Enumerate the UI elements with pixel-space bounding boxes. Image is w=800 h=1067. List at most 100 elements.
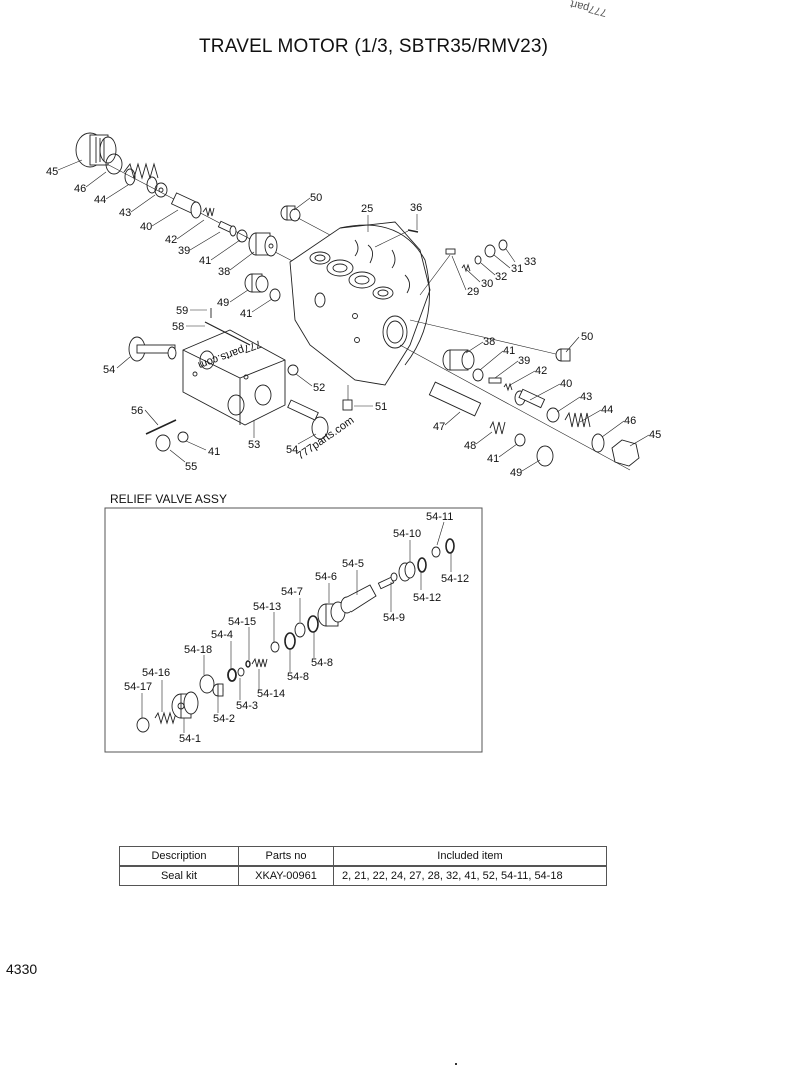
part-54-relief-valve-right [287, 399, 329, 440]
stray-dot [455, 1063, 457, 1065]
header-included-item: Included item [333, 846, 607, 867]
callout-54-3: 54-3 [236, 700, 258, 712]
part-50-plug-right [555, 348, 571, 362]
page-title: TRAVEL MOTOR (1/3, SBTR35/RMV23) [199, 36, 549, 57]
part-44-spring-left [123, 162, 159, 194]
page-number: 4330 [6, 961, 38, 977]
part-40-sleeve-right [514, 388, 546, 409]
callout-32: 32 [495, 271, 507, 283]
part-33-oring [498, 239, 508, 251]
callout-54-5: 54-5 [342, 558, 364, 570]
part-54-11-oring [431, 546, 441, 558]
callout-49-upper: 49 [217, 297, 229, 309]
part-41-oring-upper [236, 229, 248, 243]
part-54-5-sleeve [340, 584, 377, 614]
cell-included-items: 2, 21, 22, 24, 27, 28, 32, 41, 52, 54-11… [333, 865, 607, 886]
callout-50-right: 50 [581, 331, 593, 343]
callout-53: 53 [248, 439, 260, 451]
part-36-pin [407, 229, 419, 233]
part-41-oring-right [472, 368, 484, 382]
callout-45: 45 [46, 166, 58, 178]
relief-valve-title: RELIEF VALVE ASSY [110, 492, 227, 506]
callout-46: 46 [74, 183, 86, 195]
callout-39-right: 39 [518, 355, 530, 367]
callout-54-2: 54-2 [213, 713, 235, 725]
callout-38-right: 38 [483, 336, 495, 348]
part-54-8-ring-a [284, 632, 296, 650]
part-53-block [182, 329, 286, 426]
part-38-cap-left [248, 232, 278, 257]
main-assembly-drawing [75, 132, 640, 471]
callout-46-right: 46 [624, 415, 636, 427]
callout-31: 31 [511, 263, 523, 275]
callout-42-right: 42 [535, 365, 547, 377]
callout-50: 50 [310, 192, 322, 204]
part-54-4-ring [227, 668, 237, 682]
callout-54-18: 54-18 [184, 644, 212, 656]
callout-54-16: 54-16 [142, 667, 170, 679]
part-32-oring [474, 255, 482, 265]
callout-44-right: 44 [601, 404, 613, 416]
callout-29: 29 [467, 286, 479, 298]
callout-54-10: 54-10 [393, 528, 421, 540]
callout-54-12-b: 54-12 [441, 573, 469, 585]
callout-39: 39 [178, 245, 190, 257]
part-39-poppet-left [217, 220, 237, 237]
part-54-12-ring-b [445, 538, 455, 554]
part-54-6-body [317, 601, 346, 627]
part-54-2-adjuster [212, 683, 224, 697]
part-39-poppet-right [488, 377, 502, 384]
part-43-washer-left [154, 182, 168, 198]
part-42-spring-left [202, 206, 215, 217]
part-54-15-ring [245, 660, 251, 668]
callout-54-12-a: 54-12 [413, 592, 441, 604]
callout-54-13: 54-13 [253, 601, 281, 613]
callout-51: 51 [375, 401, 387, 413]
callout-54-4: 54-4 [211, 629, 233, 641]
callout-48: 48 [464, 440, 476, 452]
part-46-oring-right [591, 433, 605, 453]
part-54-7-oring [294, 622, 306, 638]
callout-41-right: 41 [503, 345, 515, 357]
part-41-oring-mid [269, 288, 281, 302]
callout-43: 43 [119, 207, 131, 219]
callout-41-mid: 41 [240, 308, 252, 320]
callout-41: 41 [199, 255, 211, 267]
callout-54-6: 54-6 [315, 571, 337, 583]
main-callouts: 45 46 44 43 40 42 39 41 38 50 25 36 33 3… [46, 166, 661, 479]
callout-40: 40 [140, 221, 152, 233]
part-31-plug [484, 244, 496, 258]
callout-54-8-b: 54-8 [311, 657, 333, 669]
part-56-bolt [145, 419, 177, 435]
part-51-plug [342, 399, 353, 411]
header-description: Description [119, 846, 239, 867]
relief-valve-drawing [136, 538, 455, 733]
part-43-washer-right [546, 407, 560, 423]
callout-52: 52 [313, 382, 325, 394]
seal-kit-table: Description Parts no Included item Seal … [119, 846, 607, 886]
table-header-row: Description Parts no Included item [119, 846, 607, 867]
part-49-cap-upper [244, 273, 269, 293]
part-54-10-plug [398, 561, 416, 582]
relief-valve-box [104, 507, 483, 753]
callout-54-9: 54-9 [383, 612, 405, 624]
part-45-plug-right [611, 439, 640, 467]
callout-55: 55 [185, 461, 197, 473]
part-54-3-oring [237, 667, 245, 677]
callout-45-right: 45 [649, 429, 661, 441]
cell-description: Seal kit [119, 865, 239, 886]
part-41-oring-lower-right [514, 433, 526, 447]
callout-36: 36 [410, 202, 422, 214]
callout-44: 44 [94, 194, 106, 206]
cell-parts-no: XKAY-00961 [238, 865, 334, 886]
part-41-oring-lower-left [177, 431, 189, 443]
part-50-plug-upper [280, 205, 301, 222]
callout-40-right: 40 [560, 378, 572, 390]
relief-leader-lines [141, 521, 452, 733]
part-54-relief-valve-left [128, 336, 177, 362]
callout-54-8-a: 54-8 [287, 671, 309, 683]
part-55-plug [155, 434, 171, 452]
callout-54-17: 54-17 [124, 681, 152, 693]
part-52-oring [287, 364, 299, 376]
